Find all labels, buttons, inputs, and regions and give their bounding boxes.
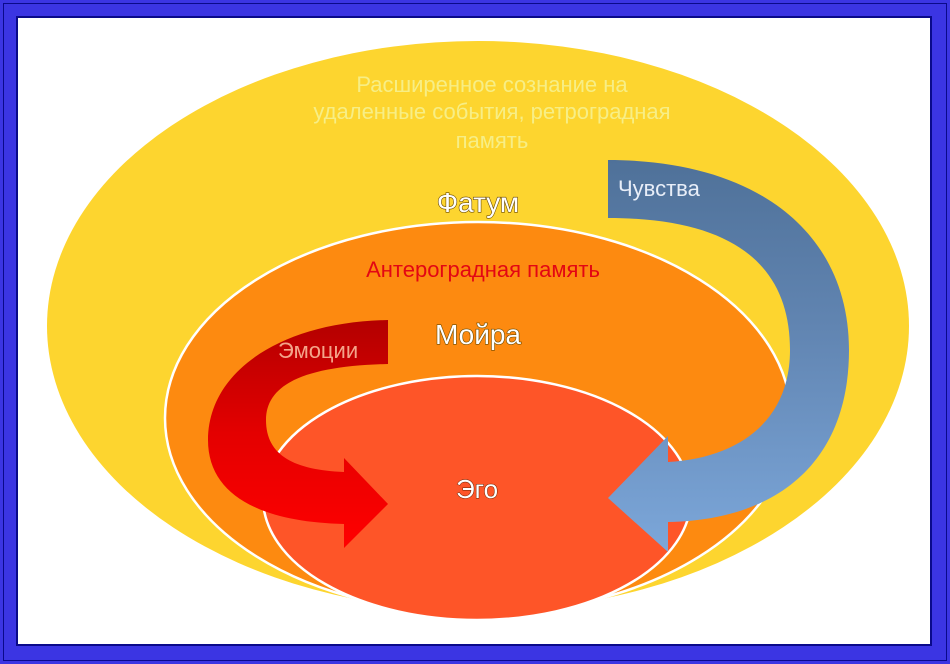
outer-caption-line-1: Расширенное сознание на <box>356 72 628 97</box>
emotions-label: Эмоции <box>278 338 358 363</box>
ego-title: Эго <box>456 474 498 504</box>
outer-caption-line-2: удаленные события, ретроградная <box>313 99 670 124</box>
anterograde-caption: Антероградная память <box>366 257 600 282</box>
emotions-arrow <box>208 320 388 548</box>
feelings-arrow <box>608 160 849 552</box>
frame-outline <box>3 3 947 661</box>
feelings-label: Чувства <box>618 176 701 201</box>
outer-caption-line-3: память <box>456 128 529 153</box>
moira-title: Мойра <box>435 319 521 350</box>
fatum-title: Фатум <box>437 187 519 218</box>
